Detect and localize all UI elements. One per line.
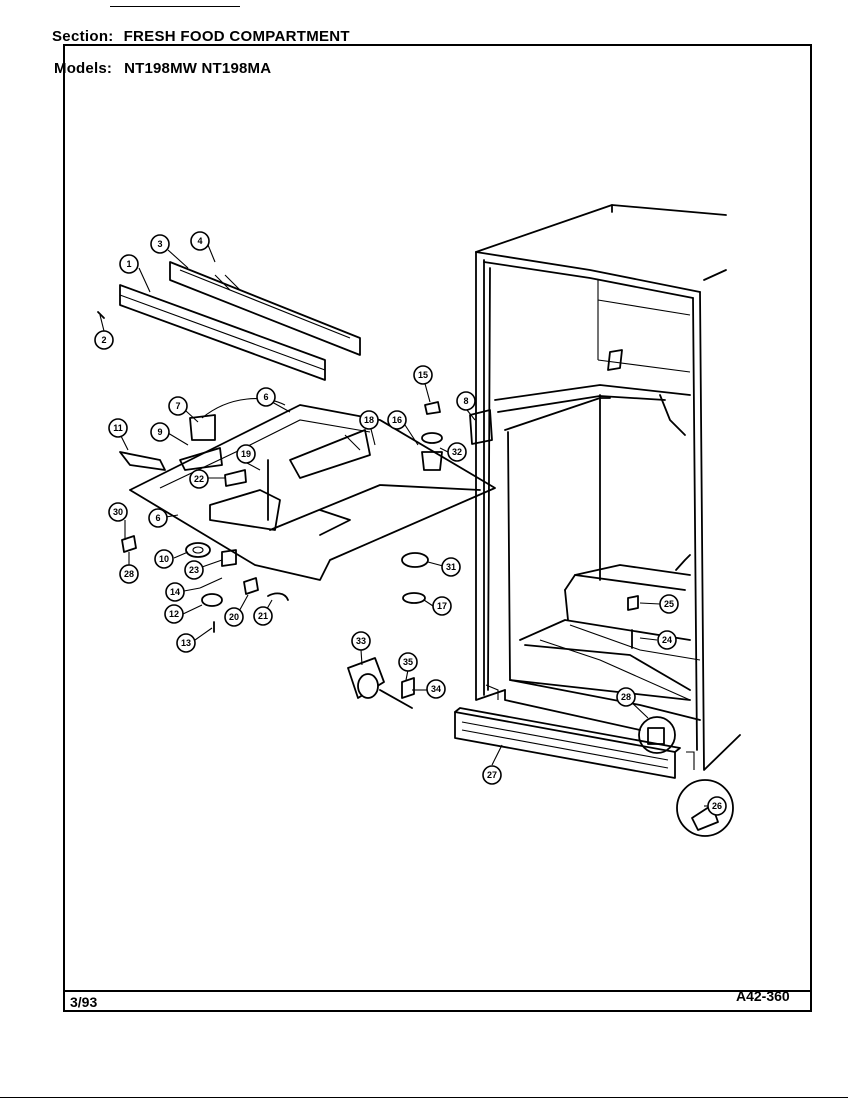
callout-24: 24 (657, 630, 677, 650)
svg-text:28: 28 (124, 569, 134, 579)
callout-6b: 6 (148, 508, 168, 528)
callout-2: 2 (94, 330, 114, 350)
svg-text:28: 28 (621, 692, 631, 702)
svg-text:25: 25 (664, 599, 674, 609)
svg-text:20: 20 (229, 612, 239, 622)
callout-35: 35 (398, 652, 418, 672)
callout-27: 27 (482, 765, 502, 785)
svg-text:9: 9 (157, 427, 162, 437)
cabinet-drawing (475, 204, 741, 771)
callout-14: 14 (165, 582, 185, 602)
callout-4: 4 (190, 231, 210, 251)
callout-32: 32 (447, 442, 467, 462)
callout-22: 22 (189, 469, 209, 489)
svg-text:23: 23 (189, 565, 199, 575)
svg-text:19: 19 (241, 449, 251, 459)
top-rule (110, 6, 240, 7)
callout-12: 12 (164, 604, 184, 624)
callout-34: 34 (426, 679, 446, 699)
svg-text:21: 21 (258, 611, 268, 621)
callout-18: 18 (359, 410, 379, 430)
diagram-frame (63, 44, 812, 1012)
callout-3: 3 (150, 234, 170, 254)
svg-text:24: 24 (662, 635, 672, 645)
front-rail-drawing (97, 261, 361, 381)
callout-30: 30 (108, 502, 128, 522)
toe-grille-drawing (454, 707, 681, 779)
callout-7: 7 (168, 396, 188, 416)
models-heading: Models: NT198MW NT198MA (54, 60, 271, 77)
svg-text:8: 8 (463, 396, 468, 406)
svg-text:18: 18 (364, 415, 374, 425)
callout-19: 19 (236, 444, 256, 464)
callout-28: 28 (119, 564, 139, 584)
callout-23: 23 (184, 560, 204, 580)
svg-text:14: 14 (170, 587, 180, 597)
svg-text:26: 26 (712, 801, 722, 811)
section-value: FRESH FOOD COMPARTMENT (123, 28, 350, 45)
svg-text:31: 31 (446, 562, 456, 572)
svg-text:33: 33 (356, 636, 366, 646)
callout-17: 17 (432, 596, 452, 616)
callout-15: 15 (413, 365, 433, 385)
control-assembly-drawing (119, 398, 496, 581)
callout-26: 26 (707, 796, 727, 816)
footer-rule (63, 990, 812, 992)
svg-text:11: 11 (113, 423, 123, 433)
callout-9: 9 (150, 422, 170, 442)
callout-20: 20 (224, 607, 244, 627)
callout-1: 1 (119, 254, 139, 274)
callout-28b: 28 (616, 687, 636, 707)
svg-text:4: 4 (197, 236, 202, 246)
callout-31: 31 (441, 557, 461, 577)
callout-11: 11 (108, 418, 128, 438)
svg-text:2: 2 (101, 335, 106, 345)
models-label: Models: (54, 60, 113, 77)
svg-text:17: 17 (437, 601, 447, 611)
bottom-rule (0, 1097, 848, 1098)
svg-text:22: 22 (194, 474, 204, 484)
callout-25: 25 (659, 594, 679, 614)
svg-text:27: 27 (487, 770, 497, 780)
svg-text:32: 32 (452, 447, 462, 457)
svg-text:35: 35 (403, 657, 413, 667)
diagram-code: A42-360 (736, 988, 790, 1004)
svg-text:1: 1 (126, 259, 131, 269)
loose-parts-drawing (121, 535, 734, 837)
svg-text:3: 3 (157, 239, 162, 249)
footer-date: 3/93 (70, 994, 98, 1010)
callout-10: 10 (154, 549, 174, 569)
callout-13: 13 (176, 633, 196, 653)
svg-text:34: 34 (431, 684, 441, 694)
svg-text:6: 6 (263, 392, 268, 402)
models-value: NT198MW NT198MA (124, 60, 272, 77)
svg-text:12: 12 (169, 609, 179, 619)
svg-text:7: 7 (175, 401, 180, 411)
callout-8: 8 (456, 391, 476, 411)
callout-33: 33 (351, 631, 371, 651)
svg-text:15: 15 (418, 370, 428, 380)
callout-21: 21 (253, 606, 273, 626)
svg-text:6: 6 (155, 513, 160, 523)
svg-text:30: 30 (113, 507, 123, 517)
svg-text:10: 10 (159, 554, 169, 564)
callout-6: 6 (256, 387, 276, 407)
section-label: Section: (52, 28, 114, 45)
svg-text:13: 13 (181, 638, 191, 648)
leader-lines (99, 244, 708, 807)
callout-16: 16 (387, 410, 407, 430)
svg-text:16: 16 (392, 415, 402, 425)
section-heading: Section: FRESH FOOD COMPARTMENT (52, 28, 350, 45)
